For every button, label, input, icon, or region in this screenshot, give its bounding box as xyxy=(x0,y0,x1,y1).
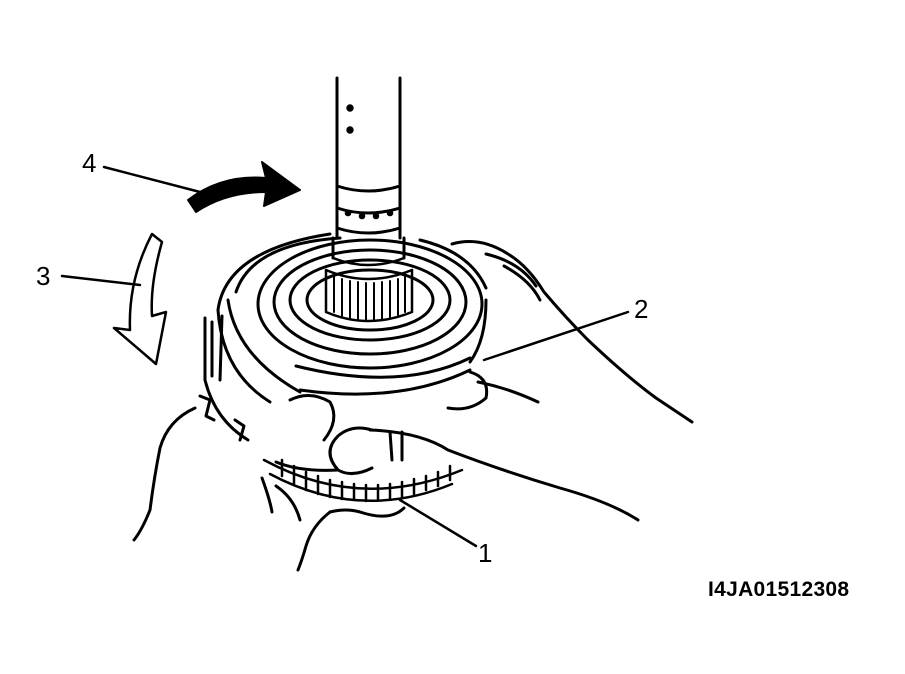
rotation-arrow-counterclockwise xyxy=(112,232,168,366)
callout-3-label: 3 xyxy=(36,261,51,291)
callout-4-label: 4 xyxy=(82,148,97,178)
callout-1-label: 1 xyxy=(478,538,493,568)
figure-id: I4JA01512308 xyxy=(708,578,850,601)
input-shaft xyxy=(331,76,406,260)
leader-lines xyxy=(60,165,630,548)
splined-hub xyxy=(324,256,414,323)
gear-ring-teeth xyxy=(262,458,464,503)
rotation-arrow-clockwise xyxy=(187,161,301,213)
clutch-drum xyxy=(198,232,488,442)
left-hand xyxy=(132,406,406,572)
callout-2-label: 2 xyxy=(634,294,649,324)
right-hand xyxy=(274,240,694,522)
